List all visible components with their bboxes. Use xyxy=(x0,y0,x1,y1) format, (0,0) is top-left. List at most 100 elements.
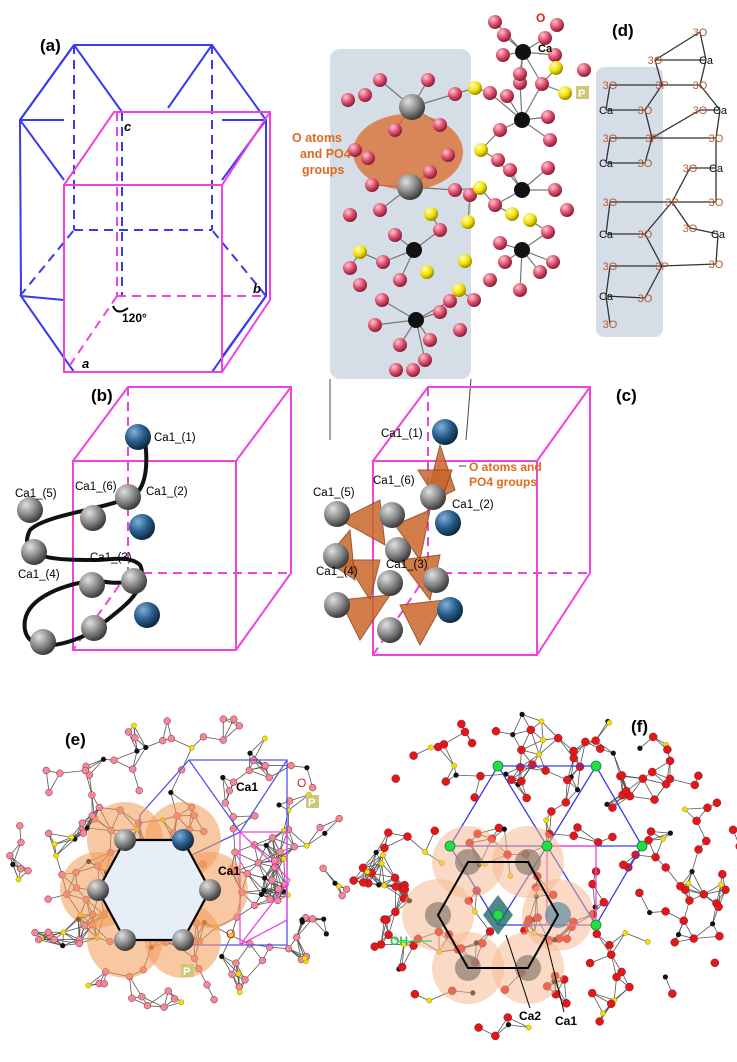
e-ca1-top: Ca1 xyxy=(236,780,258,794)
phosphorus-atom xyxy=(188,744,195,751)
ca-gray-sphere xyxy=(21,539,47,565)
oxygen-atom xyxy=(513,67,527,81)
schema-o-label: 3O xyxy=(603,80,618,92)
oxygen-atom xyxy=(619,860,628,870)
f-ca1-label: Ca1 xyxy=(555,1014,577,1028)
e-p-top: P xyxy=(308,797,315,809)
oxygen-atom xyxy=(88,812,96,820)
oxygen-atom xyxy=(575,762,585,772)
calcium-atom xyxy=(514,112,530,128)
oxygen-atom xyxy=(85,771,93,779)
phosphorus-atom xyxy=(178,999,185,1006)
calcium-atom xyxy=(519,711,525,717)
oxygen-atom xyxy=(457,719,466,729)
f-black-hexagon xyxy=(436,861,560,969)
calcium-atom xyxy=(515,44,531,60)
oxygen-atom xyxy=(703,803,712,813)
phosphorus-atom xyxy=(53,852,59,859)
bond xyxy=(296,918,313,938)
e-o-top: O xyxy=(297,776,306,790)
oxygen-atom xyxy=(483,86,497,100)
phosphorus-atom xyxy=(304,842,310,849)
ca-labels: Ca1_(1)Ca1_(2)Ca1_(3)Ca1_(4)Ca1_(5)Ca1_(… xyxy=(313,428,494,578)
bond xyxy=(512,714,523,735)
oxygen-atom xyxy=(384,828,393,837)
oxygen-atom xyxy=(718,869,727,879)
atom-o-label: O xyxy=(536,11,545,25)
oxygen-atom xyxy=(491,1031,500,1041)
po4-polyhedra xyxy=(324,443,456,647)
phosphorus-atom xyxy=(538,718,545,725)
phosphorus-atom xyxy=(280,855,287,862)
oxygen-atom xyxy=(143,1001,152,1010)
bond xyxy=(306,827,321,846)
oxygen-atom xyxy=(535,77,549,91)
oxygen-atom xyxy=(293,933,301,941)
oxygen-atom xyxy=(699,890,709,899)
bond xyxy=(171,738,192,749)
e-p-bottom-box xyxy=(181,964,194,977)
oxygen-atom xyxy=(178,766,186,774)
ca-blue-sphere xyxy=(432,419,458,445)
bond xyxy=(221,956,239,974)
oxygen-atom xyxy=(95,803,103,812)
ca-label: Ca1_(6) xyxy=(75,481,117,493)
oxygen-atom xyxy=(341,93,355,107)
panel-label-f: (f) xyxy=(631,717,648,736)
panel-a: (a) xyxy=(18,36,271,373)
phosphorus-atom xyxy=(401,941,407,948)
oxygen-atom xyxy=(309,783,317,792)
c-annotation-1: O atoms and xyxy=(469,460,542,474)
bond xyxy=(249,738,266,754)
atom-p-box xyxy=(576,86,589,99)
bond xyxy=(234,852,248,874)
oxygen-atom xyxy=(268,834,277,842)
oxygen-atom xyxy=(17,865,25,873)
oxygen-atom xyxy=(547,807,556,816)
oxygen-atom xyxy=(393,338,407,352)
bond xyxy=(530,729,540,755)
calcium-atom xyxy=(323,931,329,937)
schema-bond xyxy=(644,265,663,299)
oxygen-atom xyxy=(361,151,375,165)
calcium-atom xyxy=(453,772,459,778)
phosphorus-atom xyxy=(452,283,466,297)
ca-gray-sphere xyxy=(30,629,56,655)
phosphorus-atom xyxy=(458,254,472,268)
oxygen-atom xyxy=(517,745,526,755)
oxygen-atom xyxy=(17,838,25,847)
phosphorus-atom xyxy=(717,881,724,888)
calcium-atom xyxy=(408,312,424,328)
phosphorus-atom xyxy=(364,868,371,875)
oxygen-atom xyxy=(528,760,537,769)
schema-o-label: 3O xyxy=(709,259,724,271)
oxygen-atom xyxy=(685,896,694,905)
phosphorus-atom xyxy=(60,929,67,936)
bond xyxy=(247,873,262,895)
schema-bonds xyxy=(605,31,721,325)
e-ca1-mid: Ca1 xyxy=(218,864,240,878)
calcium-atom xyxy=(610,750,616,756)
oxygen-atom xyxy=(433,118,447,132)
oxygen-atom xyxy=(34,935,43,944)
calcium-atom xyxy=(514,242,530,258)
bond xyxy=(247,873,265,891)
schema-o-label: 3O xyxy=(648,55,663,67)
oxygen-atom xyxy=(560,203,574,217)
oxygen-atom xyxy=(665,774,675,784)
schema-bond xyxy=(699,84,721,111)
apatite-chain-structure: O atoms and PO4 groups O Ca P xyxy=(292,11,591,441)
oxygen-atom xyxy=(488,15,502,29)
oxygen-atom xyxy=(128,994,136,1002)
oxygen-atom xyxy=(164,987,172,995)
schema-o-label: 3O xyxy=(638,293,653,305)
bond xyxy=(288,829,308,847)
ca-blue-sphere xyxy=(435,510,461,536)
bond xyxy=(132,769,140,791)
bond xyxy=(367,854,384,873)
schema-bond xyxy=(654,59,663,86)
oxygen-atom xyxy=(203,981,211,989)
oxygen-atom xyxy=(648,767,657,777)
oxygen-atom xyxy=(409,751,418,760)
